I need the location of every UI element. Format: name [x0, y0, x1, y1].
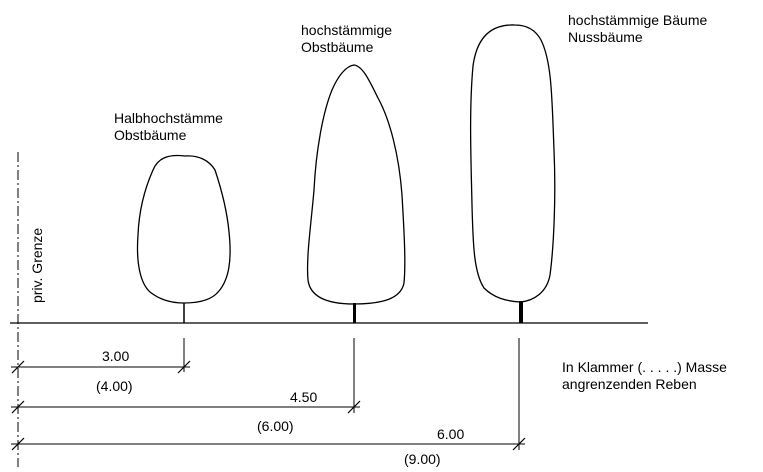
dimension-tick — [347, 400, 361, 414]
tree-crown — [306, 64, 406, 305]
bracket-note: angrenzenden Reben — [562, 376, 697, 392]
tree-standard: hochstämmige Obstbäume — [301, 22, 406, 323]
dimension-value: 6.00 — [437, 426, 464, 442]
bracket-note: In Klammer (. . . . .) Masse — [562, 359, 727, 375]
tree-nut: hochstämmige Bäume Nussbäume — [469, 12, 708, 323]
tree-crown — [136, 154, 231, 304]
dimension-bracket-value: (4.00) — [96, 378, 133, 394]
tree-label: Obstbäume — [114, 127, 187, 143]
dimension-value: 3.00 — [102, 348, 129, 364]
tree-label: hochstämmige Bäume — [568, 12, 708, 28]
tree-label: hochstämmige — [301, 22, 392, 38]
dimension-2: 4.50 (6.00) — [11, 389, 361, 434]
dimension-tick — [11, 360, 25, 374]
tree-label: Obstbäume — [301, 39, 374, 55]
dimension-tick — [11, 437, 25, 451]
dimension-tick — [11, 400, 25, 414]
tree-label: Halbhochstämme — [114, 110, 223, 126]
dimension-tick — [512, 437, 526, 451]
dimension-1: 3.00 (4.00) — [11, 348, 191, 394]
tree-label: Nussbäume — [568, 29, 643, 45]
tree-trunk — [519, 301, 523, 323]
tree-crown — [469, 24, 556, 303]
tree-trunk — [353, 303, 356, 323]
dimension-tick — [177, 360, 191, 374]
dimension-bracket-value: (6.00) — [257, 418, 294, 434]
tree-half-standard: Halbhochstämme Obstbäume — [114, 110, 231, 323]
dimension-3: 6.00 (9.00) — [11, 426, 526, 467]
dimension-bracket-value: (9.00) — [404, 451, 441, 467]
dimension-value: 4.50 — [290, 389, 317, 405]
boundary-label: priv. Grenze — [29, 228, 45, 303]
